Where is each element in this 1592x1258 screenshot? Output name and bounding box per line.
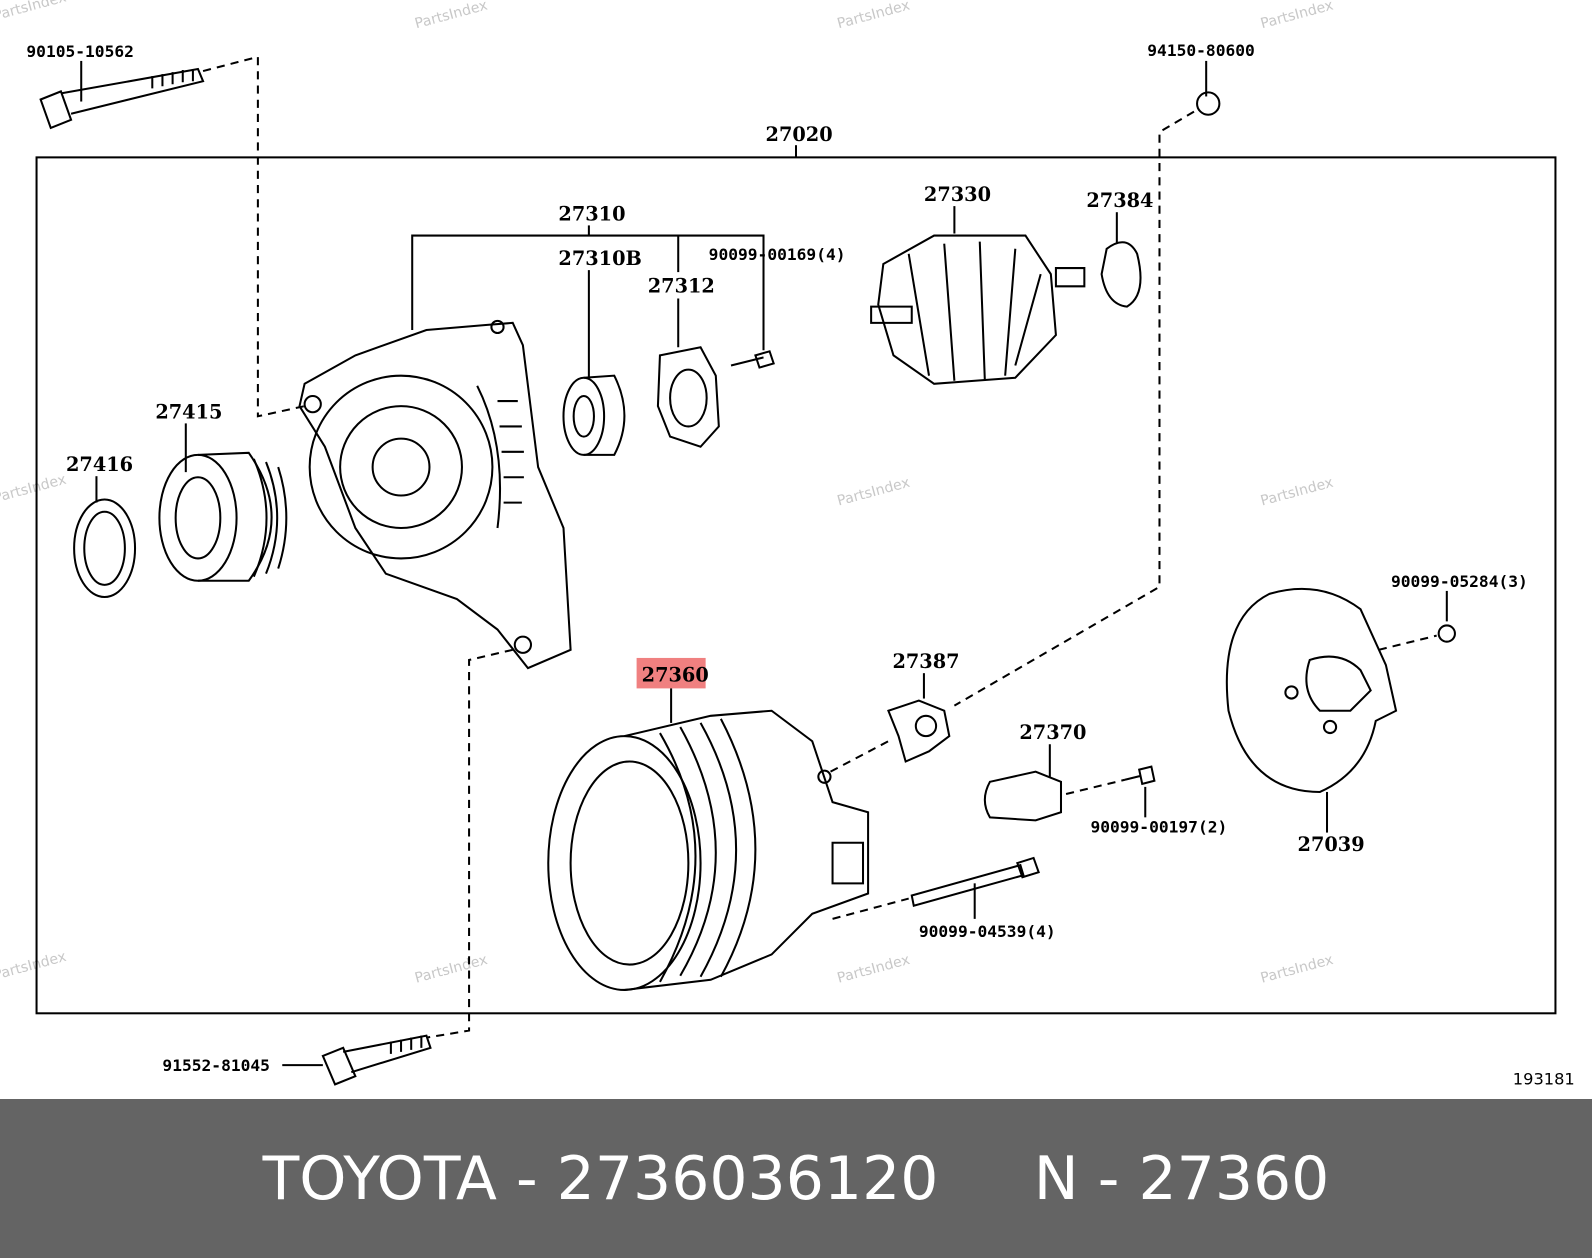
label-90099-04539[interactable]: 90099-04539(4) <box>919 922 1056 941</box>
label-27384[interactable]: 27384 <box>1086 189 1153 212</box>
label-27387[interactable]: 27387 <box>892 650 959 673</box>
label-90105-10562[interactable]: 90105-10562 <box>26 42 134 61</box>
label-27416[interactable]: 27416 <box>66 453 133 476</box>
holder-27370: 27370 90099-00197(2) <box>983 721 1227 837</box>
assembly-frame <box>35 156 1557 1015</box>
drive-end-frame-group: 27310 27310B 27312 90099-00169(4) <box>298 202 846 1039</box>
label-27020[interactable]: 27020 <box>766 123 833 146</box>
label-90099-00197[interactable]: 90099-00197(2) <box>1090 818 1227 837</box>
watermark: PartsIndex <box>836 0 912 32</box>
rear-cover-27039: 90099-05284(3) 27039 <box>1225 572 1528 856</box>
bolt-90099-04539: 90099-04539(4) <box>910 856 1056 941</box>
watermark: PartsIndex <box>1259 952 1335 987</box>
watermark: PartsIndex <box>836 475 912 510</box>
label-27360[interactable]: 27360 <box>642 663 709 686</box>
watermark: PartsIndex <box>836 952 912 987</box>
label-27039[interactable]: 27039 <box>1298 833 1365 856</box>
bolt-91552-81045: 91552-81045 <box>162 1034 432 1086</box>
pulley-27415: 27415 <box>155 400 288 582</box>
label-27415[interactable]: 27415 <box>155 400 222 423</box>
watermark: PartsIndex <box>413 952 489 987</box>
label-94150-80600[interactable]: 94150-80600 <box>1147 41 1255 60</box>
diagram-number: 193181 <box>1513 1069 1575 1088</box>
highlight-27360 <box>636 657 706 689</box>
label-90099-05284[interactable]: 90099-05284(3) <box>1391 572 1528 591</box>
brand-name: TOYOTA <box>262 1143 497 1214</box>
label-27310[interactable]: 27310 <box>558 202 625 225</box>
part-info-footer: TOYOTA - 2736036120 N - 27360 <box>0 1099 1592 1258</box>
watermark: PartsIndex <box>1259 0 1335 32</box>
rotor-27330: 27330 <box>870 183 1086 385</box>
watermarks: PartsIndex PartsIndex PartsIndex PartsIn… <box>0 0 1335 987</box>
bolt-90105-10562: 90105-10562 <box>26 42 305 418</box>
ref-prefix: N <box>1033 1143 1079 1214</box>
watermark: PartsIndex <box>0 0 68 24</box>
watermark: PartsIndex <box>413 0 489 32</box>
plate-27384: 27384 <box>1086 189 1153 308</box>
label-27370[interactable]: 27370 <box>1019 721 1086 744</box>
watermark: PartsIndex <box>0 949 68 984</box>
label-27312[interactable]: 27312 <box>648 274 715 297</box>
label-27330[interactable]: 27330 <box>924 183 991 206</box>
collar-27416: 27416 <box>66 453 137 599</box>
watermark: PartsIndex <box>0 472 68 507</box>
separator: - <box>496 1143 557 1214</box>
watermark: PartsIndex <box>1259 475 1335 510</box>
nut-94150-80600: 94150-80600 <box>953 41 1255 707</box>
insulator-27387: 27387 <box>887 650 960 763</box>
label-90099-00169[interactable]: 90099-00169(4) <box>709 245 846 264</box>
label-27310B[interactable]: 27310B <box>558 247 641 270</box>
separator: - <box>1078 1143 1139 1214</box>
spacer <box>938 1144 1033 1214</box>
part-number: 2736036120 <box>556 1143 939 1214</box>
ref-number: 27360 <box>1138 1143 1330 1214</box>
label-91552-81045[interactable]: 91552-81045 <box>162 1056 270 1075</box>
housing-27360: 27360 <box>547 657 909 991</box>
